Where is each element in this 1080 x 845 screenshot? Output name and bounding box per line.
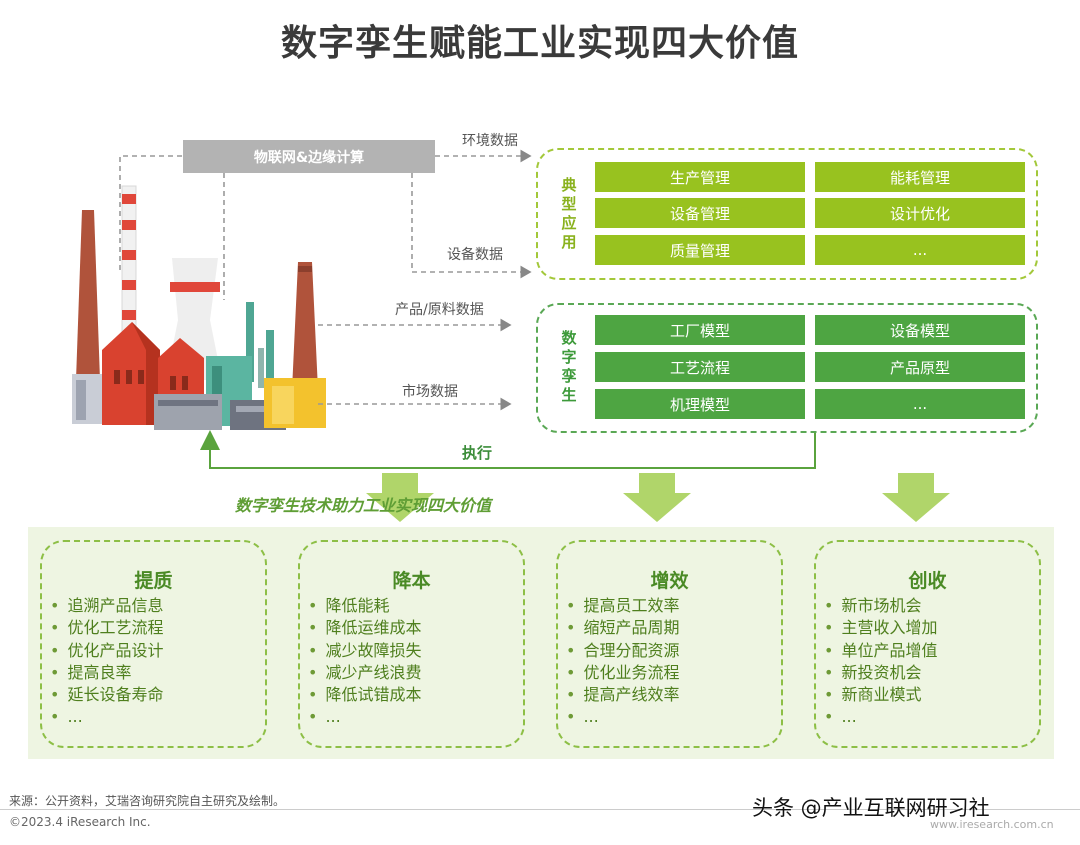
env-data-label: 环境数据	[462, 133, 518, 149]
twin-cell: 工厂模型	[595, 315, 805, 345]
value-list: 降低能耗 降低运维成本 减少故障损失 减少产线浪费 降低试错成本 ...	[308, 595, 421, 729]
list-item: ...	[824, 706, 937, 728]
list-item: 主营收入增加	[824, 617, 937, 639]
list-item: 新商业模式	[824, 684, 937, 706]
value-list: 新市场机会 主营收入增加 单位产品增值 新投资机会 新商业模式 ...	[824, 595, 937, 729]
list-item: 提高良率	[50, 662, 163, 684]
list-item: 合理分配资源	[566, 640, 679, 662]
list-item: 单位产品增值	[824, 640, 937, 662]
value-card-quality	[40, 540, 267, 748]
list-item: 优化产品设计	[50, 640, 163, 662]
list-item: 降低试错成本	[308, 684, 421, 706]
app-cell: 能耗管理	[815, 162, 1025, 192]
device-data-label: 设备数据	[447, 247, 503, 263]
list-item: 缩短产品周期	[566, 617, 679, 639]
footer-divider	[0, 809, 1080, 810]
value-title: 创收	[908, 570, 947, 592]
list-item: 延长设备寿命	[50, 684, 163, 706]
value-title: 增效	[650, 570, 689, 592]
typical-apps-group	[536, 148, 1038, 280]
digital-twin-group	[536, 303, 1038, 433]
list-item: 减少产线浪费	[308, 662, 421, 684]
value-title: 降本	[392, 570, 431, 592]
twin-cell: 设备模型	[815, 315, 1025, 345]
app-cell: 设计优化	[815, 198, 1025, 228]
list-item: 提高产线效率	[566, 684, 679, 706]
list-item: 优化工艺流程	[50, 617, 163, 639]
value-card-cost	[298, 540, 525, 748]
value-title: 提质	[134, 570, 173, 592]
list-item: ...	[308, 706, 421, 728]
twin-cell: 机理模型	[595, 389, 805, 419]
list-item: 降低运维成本	[308, 617, 421, 639]
list-item: 新投资机会	[824, 662, 937, 684]
list-item: 减少故障损失	[308, 640, 421, 662]
market-data-label: 市场数据	[402, 384, 458, 400]
list-item: 降低能耗	[308, 595, 421, 617]
iot-edge-computing-bar: 物联网&边缘计算	[183, 140, 435, 173]
list-item: 提高员工效率	[566, 595, 679, 617]
value-list: 提高员工效率 缩短产品周期 合理分配资源 优化业务流程 提高产线效率 ...	[566, 595, 679, 729]
value-list: 追溯产品信息 优化工艺流程 优化产品设计 提高良率 延长设备寿命 ...	[50, 595, 163, 729]
product-data-label: 产品/原料数据	[395, 302, 484, 318]
digital-twin-label: 数字孪生	[561, 329, 577, 404]
app-cell: 设备管理	[595, 198, 805, 228]
source-note: 来源：公开资料，艾瑞咨询研究院自主研究及绘制。	[9, 794, 286, 808]
copyright: ©2023.4 iResearch Inc.	[9, 815, 151, 829]
execute-line	[200, 430, 816, 469]
app-cell: 生产管理	[595, 162, 805, 192]
watermark: 头条 @产业互联网研习社	[752, 796, 990, 820]
list-item: 追溯产品信息	[50, 595, 163, 617]
list-item: 优化业务流程	[566, 662, 679, 684]
list-item: 新市场机会	[824, 595, 937, 617]
factory-illustration	[72, 185, 326, 430]
typical-apps-label: 典型应用	[561, 176, 577, 251]
list-item: ...	[566, 706, 679, 728]
tech-value-label: 数字孪生技术助力工业实现四大价值	[235, 496, 492, 515]
list-item: ...	[50, 706, 163, 728]
twin-cell: ...	[815, 389, 1025, 419]
execute-label: 执行	[462, 444, 493, 462]
value-card-revenue	[814, 540, 1041, 748]
value-card-efficiency	[556, 540, 783, 748]
url-watermark: www.iresearch.com.cn	[930, 818, 1054, 831]
page-title: 数字孪生赋能工业实现四大价值	[280, 23, 799, 64]
app-cell: ...	[815, 235, 1025, 265]
twin-cell: 工艺流程	[595, 352, 805, 382]
app-cell: 质量管理	[595, 235, 805, 265]
twin-cell: 产品原型	[815, 352, 1025, 382]
down-arrow-icon	[366, 473, 950, 522]
